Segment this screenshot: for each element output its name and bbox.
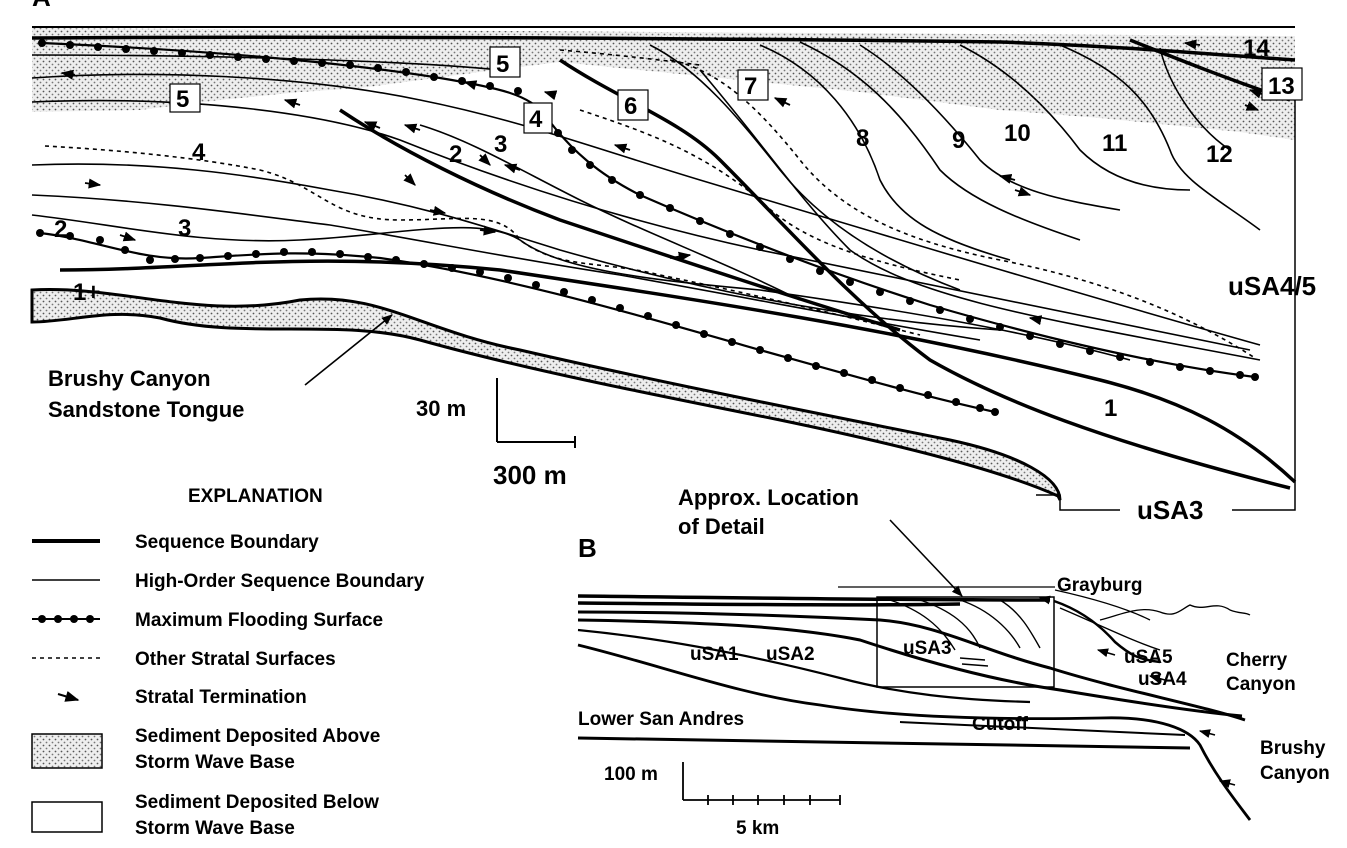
unit-label-2-left: 2 <box>54 216 67 243</box>
panel-b-letter: B <box>578 533 597 563</box>
label-usa1: uSA1 <box>690 644 739 665</box>
panel-a-unit-numbers: 14 13 5 5 6 7 4 3 2 4 8 9 10 11 12 2 3 1… <box>54 35 1303 422</box>
unit-label-7: 7 <box>744 73 757 100</box>
panel-a-stratal-terminations <box>60 39 1266 326</box>
unit-label-13: 13 <box>1268 73 1295 100</box>
unit-label-9: 9 <box>952 127 965 154</box>
brushy-canyon-sandstone-tongue <box>30 288 1062 501</box>
label-brushy-canyon-1: Brushy <box>1260 738 1326 759</box>
sequence-label-usa3: uSA3 <box>1137 495 1203 525</box>
legend-title: EXPLANATION <box>188 486 323 507</box>
stippled-upper-unit <box>32 28 1295 140</box>
legend-label-below-swb-2: Storm Wave Base <box>135 818 295 839</box>
label-cutoff: Cutoff <box>972 714 1029 735</box>
unit-label-14: 14 <box>1243 35 1270 62</box>
panel-a-scale-bar: 30 m 300 m <box>416 378 576 490</box>
legend-symbol-stippled-box <box>31 733 103 769</box>
label-cherry-canyon-2: Canyon <box>1226 674 1296 695</box>
sandstone-label-line1: Brushy Canyon <box>48 366 211 391</box>
panel-b-terminations <box>1038 595 1236 788</box>
label-cherry-canyon-1: Cherry <box>1226 650 1288 671</box>
unit-label-5-upper: 5 <box>496 51 509 78</box>
legend-symbol-termination-arrow <box>57 691 80 702</box>
label-grayburg: Grayburg <box>1057 575 1143 596</box>
sandstone-label-line2: Sandstone Tongue <box>48 397 244 422</box>
unit-label-4-left: 4 <box>192 139 206 166</box>
location-label-line2: of Detail <box>678 514 765 539</box>
location-label-line1: Approx. Location <box>678 485 859 510</box>
sandstone-leader-arrow <box>304 314 393 386</box>
legend-label-flooding-surface: Maximum Flooding Surface <box>135 610 383 631</box>
scale-horizontal-a: 300 m <box>493 460 567 490</box>
scale-vertical-b: 100 m <box>604 764 658 785</box>
unit-label-8: 8 <box>856 125 869 152</box>
unit-label-5-left: 5 <box>176 86 189 113</box>
legend-label-other-surfaces: Other Stratal Surfaces <box>135 649 336 670</box>
legend-label-termination: Stratal Termination <box>135 687 307 708</box>
panel-a-sequence-boundaries <box>31 35 1297 490</box>
unit-label-6: 6 <box>624 93 637 120</box>
unit-label-3-center: 3 <box>494 131 507 158</box>
scale-vertical-a: 30 m <box>416 396 466 421</box>
legend-label-sequence-boundary: Sequence Boundary <box>135 532 319 553</box>
label-usa4: uSA4 <box>1138 669 1187 690</box>
label-usa2: uSA2 <box>766 644 815 665</box>
label-usa5: uSA5 <box>1124 647 1173 668</box>
panel-a-flooding-dots <box>36 39 1259 416</box>
legend-label-high-order-boundary: High-Order Sequence Boundary <box>135 571 425 592</box>
panel-b-scale-bar <box>682 762 841 805</box>
panel-b-strata <box>577 586 1252 821</box>
panel-a-other-stratal-surfaces <box>44 49 1256 359</box>
legend-label-above-swb-1: Sediment Deposited Above <box>135 726 380 747</box>
explanation-legend: EXPLANATION Sequence Boundary High-Order… <box>31 486 425 839</box>
label-brushy-canyon-2: Canyon <box>1260 763 1330 784</box>
scale-horizontal-b: 5 km <box>736 818 779 839</box>
unit-label-4-center: 4 <box>529 106 543 133</box>
panel-a-letter: A <box>32 0 51 12</box>
label-lower-san-andres: Lower San Andres <box>578 709 744 730</box>
sequence-label-usa4-5: uSA4/5 <box>1228 271 1316 301</box>
legend-symbol-blank-box <box>31 801 103 833</box>
unit-label-1-plus: 1+ <box>73 279 100 306</box>
legend-symbol-flooding-surface <box>32 615 100 623</box>
legend-label-above-swb-2: Storm Wave Base <box>135 752 295 773</box>
location-leader-arrow <box>889 519 963 597</box>
unit-label-10: 10 <box>1004 120 1031 147</box>
unit-label-2-center: 2 <box>449 141 462 168</box>
unit-label-3-left: 3 <box>178 215 191 242</box>
unit-label-12: 12 <box>1206 141 1233 168</box>
label-usa3: uSA3 <box>903 638 952 659</box>
detail-location-box <box>876 596 1055 688</box>
legend-label-below-swb-1: Sediment Deposited Below <box>135 792 379 813</box>
unit-label-11: 11 <box>1102 130 1127 157</box>
unit-label-1: 1 <box>1104 395 1117 422</box>
